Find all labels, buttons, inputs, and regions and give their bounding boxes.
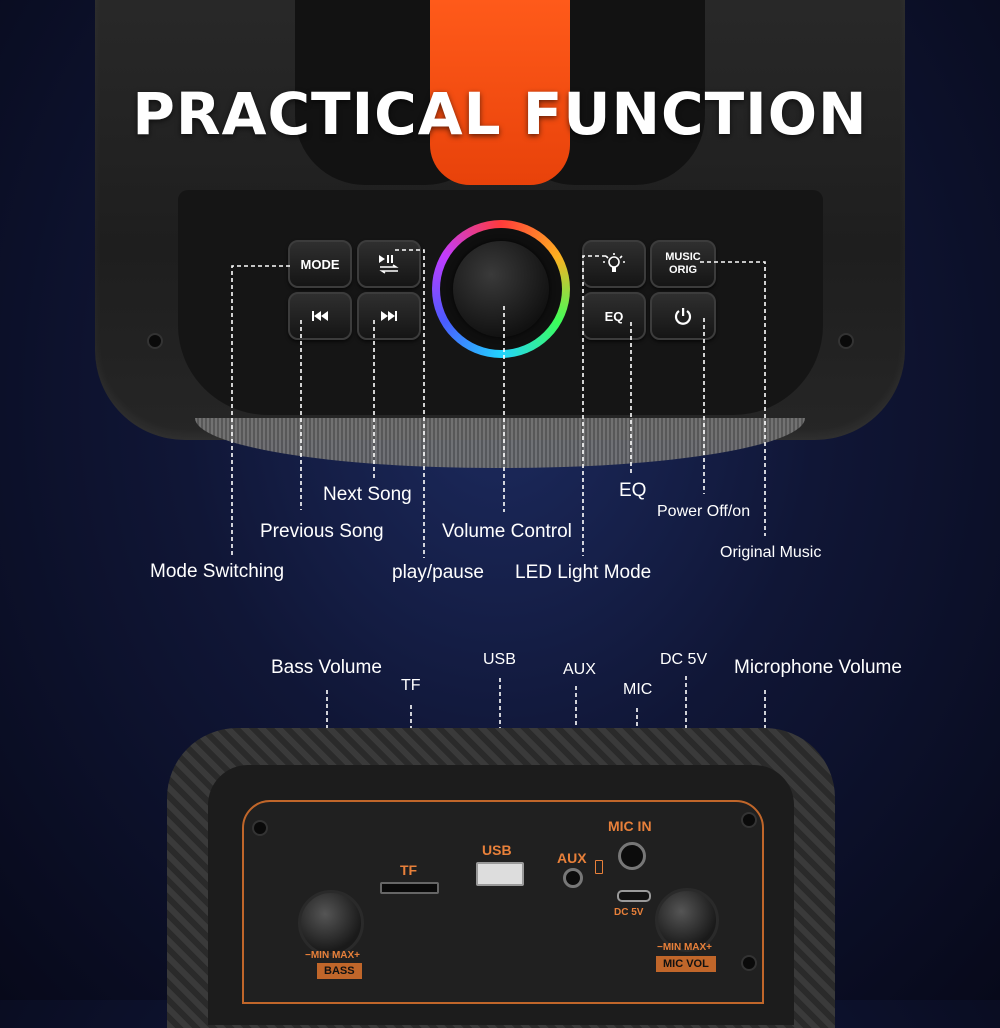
eq-button-label: EQ <box>604 308 624 324</box>
carry-handle <box>430 0 570 185</box>
mic-range-label: −MIN MAX+ <box>657 942 713 953</box>
power-icon <box>674 308 692 325</box>
original-music-callout: Original Music <box>720 544 822 561</box>
volume-control-callout: Volume Control <box>442 521 572 542</box>
usb-callout: USB <box>483 651 516 668</box>
tf-card-slot[interactable] <box>380 882 439 894</box>
eq-button[interactable]: EQ <box>582 292 646 340</box>
next-song-callout: Next Song <box>323 484 412 505</box>
next-track-icon <box>381 311 397 321</box>
mic-volume-knob[interactable] <box>655 888 719 952</box>
dc5v-port-label: DC 5V <box>614 907 644 918</box>
tf-port-label: TF <box>400 862 418 878</box>
usb-port[interactable] <box>476 862 524 886</box>
screw <box>252 820 268 836</box>
play-pause-callout: play/pause <box>392 562 484 583</box>
power-callout: Power Off/on <box>657 503 751 520</box>
bass-label: BASS <box>317 963 362 979</box>
music-orig-label-bottom: ORIG <box>668 264 698 276</box>
light-bulb-icon <box>603 253 625 272</box>
previous-song-callout: Previous Song <box>260 521 384 542</box>
eq-callout: EQ <box>619 480 647 501</box>
screw <box>838 333 854 349</box>
mic-callout: MIC <box>623 681 653 698</box>
mic-in-label: MIC IN <box>608 818 652 834</box>
screw <box>147 333 163 349</box>
volume-knob[interactable] <box>453 241 549 337</box>
aux-port-label: AUX <box>557 850 587 866</box>
aux-callout: AUX <box>563 661 596 678</box>
led-light-mode-button[interactable] <box>582 240 646 288</box>
led-light-mode-callout: LED Light Mode <box>515 562 652 583</box>
dc5v-port[interactable] <box>617 890 651 902</box>
mic-in-jack[interactable] <box>618 842 646 870</box>
previous-track-icon <box>312 311 328 321</box>
bass-volume-callout: Bass Volume <box>271 657 382 678</box>
bass-knob[interactable] <box>298 890 364 956</box>
tf-callout: TF <box>401 677 421 694</box>
page-title: PRACTICAL FUNCTION <box>132 80 868 148</box>
microphone-volume-callout: Microphone Volume <box>734 657 902 678</box>
bass-range-label: −MIN MAX+ <box>305 950 361 961</box>
mode-button[interactable]: MODE <box>288 240 352 288</box>
usb-port-label: USB <box>482 842 512 858</box>
power-button[interactable] <box>650 292 716 340</box>
mode-switching-callout: Mode Switching <box>150 561 285 582</box>
previous-song-button[interactable] <box>288 292 352 340</box>
aux-jack[interactable] <box>563 868 583 888</box>
screw <box>741 812 757 828</box>
mode-button-label: MODE <box>300 256 340 272</box>
next-song-button[interactable] <box>357 292 421 340</box>
play-pause-icon <box>379 255 399 274</box>
screw <box>741 955 757 971</box>
dc5v-callout: DC 5V <box>660 651 708 668</box>
mic-vol-label: MIC VOL <box>656 956 716 972</box>
music-orig-button[interactable]: MUSIC ORIG <box>650 240 716 288</box>
battery-icon <box>595 860 603 874</box>
play-pause-button[interactable] <box>357 240 421 288</box>
music-orig-label-top: MUSIC <box>665 251 701 263</box>
